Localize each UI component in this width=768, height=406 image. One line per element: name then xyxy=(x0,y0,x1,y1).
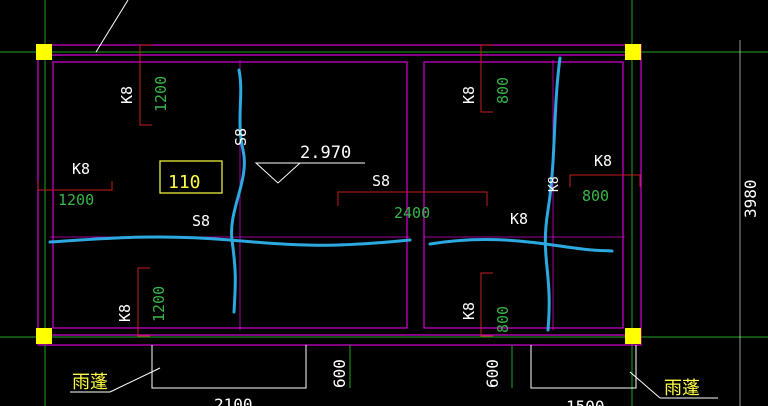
canopy-label-left: 雨蓬 xyxy=(72,372,108,393)
rebar-label-s8-vertical: S8 xyxy=(232,128,250,146)
outer-wall-outline xyxy=(37,44,642,346)
rebar-label-k8-right-bottom: K8 xyxy=(460,302,478,320)
dimension-bottom-left: 2100 xyxy=(214,395,253,406)
rebar-label-k8-right-vertical: K8 xyxy=(547,176,562,192)
rebar-length-left-bottom: 1200 xyxy=(150,286,168,322)
slab-thickness-box[interactable] xyxy=(159,160,223,194)
column-top-left[interactable] xyxy=(36,44,52,60)
column-top-right[interactable] xyxy=(625,44,641,60)
wall-outlines xyxy=(37,44,642,346)
dimension-height-right: 3980 xyxy=(741,179,760,218)
rebar-length-right-top: 800 xyxy=(494,77,512,104)
left-room-outline xyxy=(52,61,408,329)
dimension-bottom-right: 1500 xyxy=(566,397,605,406)
rebar-label-k8-right-far: K8 xyxy=(594,152,612,170)
elevation-label: 2.970 xyxy=(300,143,351,163)
canopy-label-right: 雨蓬 xyxy=(664,378,700,399)
right-room-outline xyxy=(423,61,624,329)
rebar-label-k8-left-mid: K8 xyxy=(72,160,90,178)
dimension-canopy-depth-left: 600 xyxy=(330,359,349,388)
rebar-brackets xyxy=(37,44,641,388)
rebar-label-k8-right-top: K8 xyxy=(460,86,478,104)
dimension-canopy-depth-right: 600 xyxy=(483,359,502,388)
leader-lines xyxy=(50,0,741,406)
rebar-length-center: 2400 xyxy=(394,204,430,222)
rebar-label-k8-right-mid: K8 xyxy=(510,210,528,228)
rebar-length-right-bottom: 800 xyxy=(494,306,512,333)
rebar-length-right-far: 800 xyxy=(582,187,609,205)
rebar-label-s8-left: S8 xyxy=(192,212,210,230)
section-cut-lines xyxy=(48,56,614,332)
rebar-label-s8-right: S8 xyxy=(372,172,390,190)
elevation-marker xyxy=(254,162,302,184)
rebar-label-k8-left-bottom: K8 xyxy=(116,304,134,322)
slab-thickness-value: 110 xyxy=(168,172,201,193)
rebar-label-k8-left-top: K8 xyxy=(118,86,136,104)
column-bottom-right[interactable] xyxy=(625,328,641,344)
column-markers xyxy=(36,44,641,344)
rebar-length-left-mid: 1200 xyxy=(58,191,94,209)
rebar-length-left-top: 1200 xyxy=(152,76,170,112)
column-bottom-left[interactable] xyxy=(36,328,52,344)
